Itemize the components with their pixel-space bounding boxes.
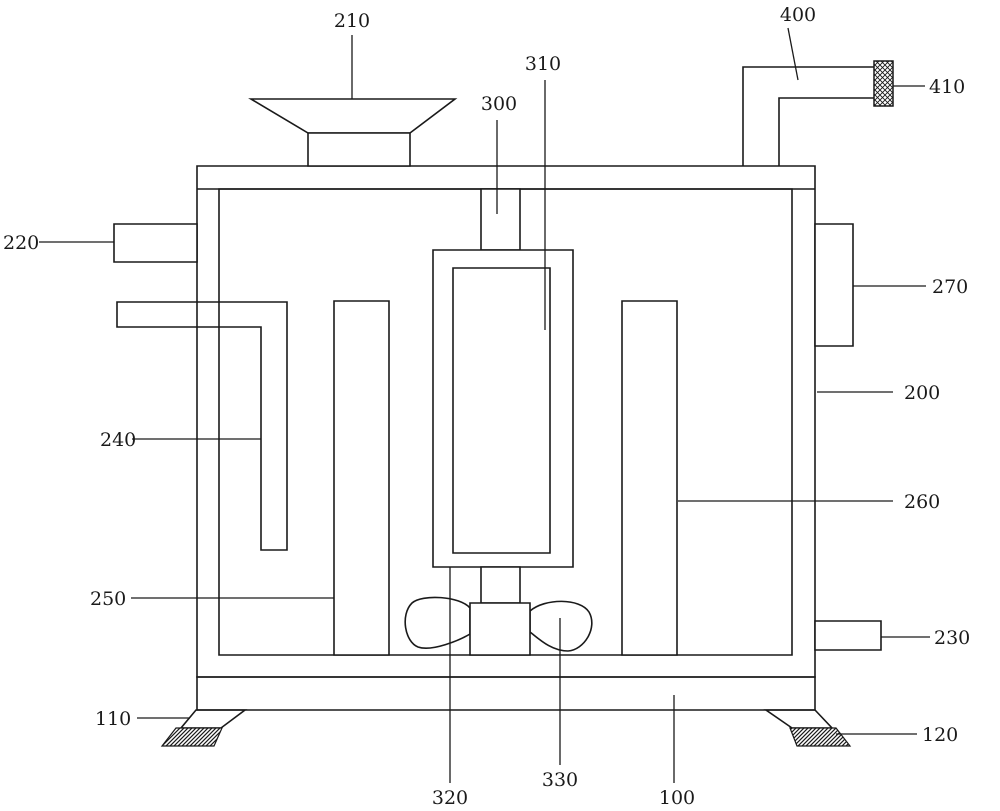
label-270: 270: [932, 276, 968, 298]
leader-lines: [39, 28, 930, 783]
label-100: 100: [659, 787, 695, 809]
l-shaped-baffle-pipe: [117, 302, 287, 550]
exhaust-pipe: [743, 67, 874, 166]
left-baffle: [334, 301, 389, 655]
label-260: 260: [904, 491, 940, 513]
label-210: 210: [334, 10, 370, 32]
label-250: 250: [90, 588, 126, 610]
label-200: 200: [904, 382, 940, 404]
label-240: 240: [100, 429, 136, 451]
inlet-pipe: [114, 224, 197, 262]
base-plate: [197, 677, 815, 710]
label-310: 310: [525, 53, 561, 75]
label-320: 320: [432, 787, 468, 809]
left-foot: [162, 710, 245, 746]
label-120: 120: [922, 724, 958, 746]
stirring-assembly: [433, 189, 573, 603]
label-330: 330: [542, 769, 578, 791]
outlet-pipe: [815, 621, 881, 650]
label-300: 300: [481, 93, 517, 115]
right-baffle: [622, 301, 677, 655]
label-220: 220: [3, 232, 39, 254]
label-410: 410: [929, 76, 965, 98]
side-box: [815, 224, 853, 346]
impeller: [405, 597, 592, 655]
label-230: 230: [934, 627, 970, 649]
reference-labels: 210 310 300 400 410 220 270 200 240 260 …: [3, 4, 970, 809]
filter-cap: [874, 61, 893, 106]
feed-hopper: [251, 99, 455, 166]
right-foot: [766, 710, 850, 746]
label-110: 110: [95, 708, 131, 730]
label-400: 400: [780, 4, 816, 26]
